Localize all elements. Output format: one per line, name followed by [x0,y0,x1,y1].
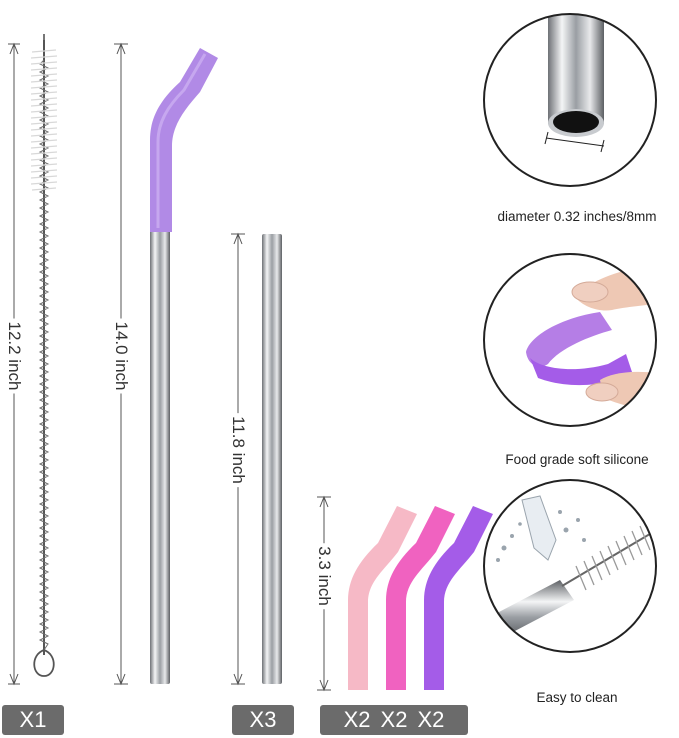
silicone-closeup [483,253,657,427]
straight-quantity-badge: X3 [232,705,294,735]
brush-quantity-badge: X1 [2,705,64,735]
bent-straw [150,48,218,684]
bent-straw-length-label: 14.0 inch [111,318,131,394]
straight-quantity: X3 [249,707,277,732]
straight-straw [262,234,282,684]
tip-quantity-purple: X2 [417,707,445,732]
tip-quantity-pink: X2 [343,707,371,732]
silicone-caption: Food grade soft silicone [505,452,649,467]
straight-straw-length-label: 11.8 inch [228,413,248,487]
silicone-tips [348,506,493,690]
straw-end-closeup [483,13,657,187]
brush-quantity: X1 [19,707,47,732]
cleaning-closeup [483,479,657,653]
brush-length-label: 12.2 inch [4,318,24,394]
cleaning-brush [30,34,58,677]
tip-length-label: 3.3 inch [314,543,334,609]
tip-quantity-hotpink: X2 [380,707,408,732]
clean-caption: Easy to clean [536,690,618,705]
diameter-caption: diameter 0.32 inches/8mm [497,209,657,224]
tips-quantity-badge: X2 X2 X2 [320,705,468,735]
